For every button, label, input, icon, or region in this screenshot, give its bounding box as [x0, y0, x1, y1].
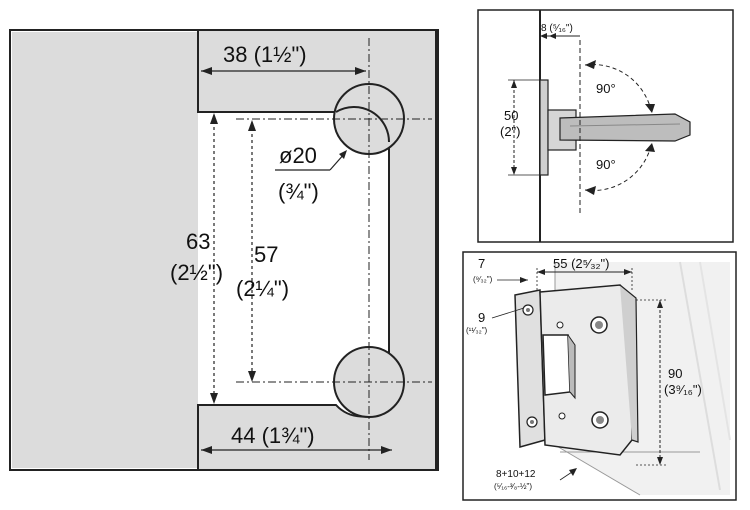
- glass-panel-left: [12, 32, 198, 468]
- dim-9-label: 9: [478, 310, 485, 325]
- dim-9-inch-label: (¹¹⁄₃₂"): [466, 326, 488, 335]
- glass-door: [559, 113, 691, 142]
- inner-height-label: 57: [254, 242, 278, 267]
- dim-7-inch-label: (⁹⁄₃₂"): [473, 275, 493, 284]
- glass-thickness-inch-label: (⁵⁄₁₆-³⁄₈-½"): [494, 482, 532, 491]
- hole-diameter-label: ø20: [279, 143, 317, 168]
- swing-angle-drawing: 90° 90° 8 (⁵⁄₁₆") 50 (2"): [477, 9, 734, 243]
- hinge-3d-drawing: 55 (2⁵⁄₃₂") 7 (⁹⁄₃₂") 9 (¹¹⁄₃₂") 90 (3⁹⁄…: [462, 251, 737, 501]
- angle-top-label: 90°: [596, 81, 616, 96]
- glass-thickness-label: 8+10+12: [496, 469, 536, 480]
- main-cutout-drawing: 38 (1½") 44 (1¾") 63 (2½") 57 (2¼") ø20 …: [9, 29, 439, 471]
- top-width-label: 38 (1½"): [223, 42, 307, 67]
- dim-7-label: 7: [478, 256, 485, 271]
- angle-bottom-label: 90°: [596, 157, 616, 172]
- height-label: 50: [504, 108, 518, 123]
- hinge-plate: [539, 79, 549, 176]
- outer-height-label: 63: [186, 229, 210, 254]
- offset-label: 8 (⁵⁄₁₆"): [541, 23, 573, 34]
- height-90-label: 90: [668, 366, 682, 381]
- hole-diameter-inch-label: (¾"): [278, 179, 319, 204]
- width-label: 55 (2⁵⁄₃₂"): [553, 256, 609, 271]
- bottom-width-label: 44 (1¾"): [231, 423, 315, 448]
- hinge-knuckle: [542, 334, 571, 396]
- height-inch-label: (2"): [500, 124, 521, 139]
- height-90-inch-label: (3⁹⁄₁₆"): [664, 382, 702, 397]
- inner-height-inch-label: (2¼"): [236, 276, 289, 301]
- outer-height-inch-label: (2½"): [170, 260, 223, 285]
